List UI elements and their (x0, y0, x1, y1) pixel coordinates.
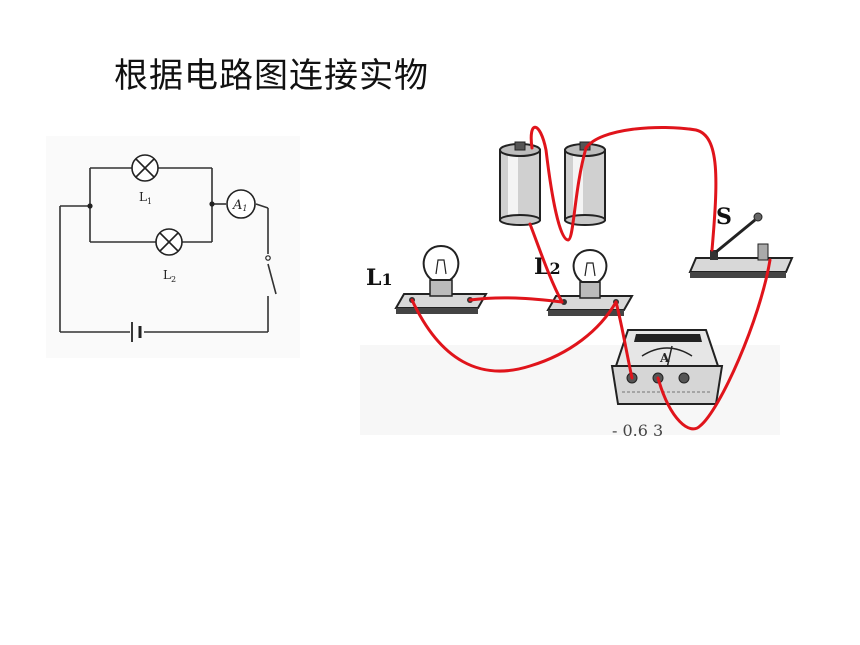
junction-dot (209, 201, 215, 207)
red-wires (410, 125, 772, 431)
ammeter-terminal-labels: - 0.6 3 (612, 421, 663, 440)
battery-cell-1 (499, 141, 541, 226)
wire-l1-to-l2-lower (410, 298, 618, 373)
ammeter: A (610, 329, 724, 405)
circuit-schematic: L1 L2 A1 (46, 136, 300, 358)
lamp-l1-label: L1 (139, 190, 152, 206)
wire-battery-link (529, 125, 588, 242)
physical-circuit: S L1 L2 A - 0.6 3 (360, 125, 794, 440)
lamp-l1-symbol (131, 154, 159, 182)
switch-label: S (716, 204, 732, 230)
switch-contact (265, 255, 271, 261)
wire-l2-to-ammeter (614, 300, 634, 380)
switch-s (688, 212, 794, 278)
battery-symbol (131, 322, 142, 342)
photo-lamp-l1-label: L1 (366, 265, 393, 291)
junction-dot (87, 203, 93, 209)
ammeter-face-label: A (659, 351, 670, 365)
wire-battery-to-l2 (528, 222, 564, 304)
page-title: 根据电路图连接实物 (114, 56, 429, 96)
wire-l1-to-l2 (468, 296, 564, 304)
photo-lamp-l2-label: L2 (534, 254, 561, 280)
ammeter-a1-symbol: A1 (226, 189, 256, 219)
lamp-l2-symbol (155, 228, 183, 256)
lamp-l1-holder (394, 244, 488, 314)
lamp-l2-label: L2 (163, 268, 176, 284)
svg-text:A1: A1 (232, 198, 247, 213)
wire-ammeter-to-switch (656, 258, 772, 431)
wire-battery-to-switch (584, 125, 718, 252)
